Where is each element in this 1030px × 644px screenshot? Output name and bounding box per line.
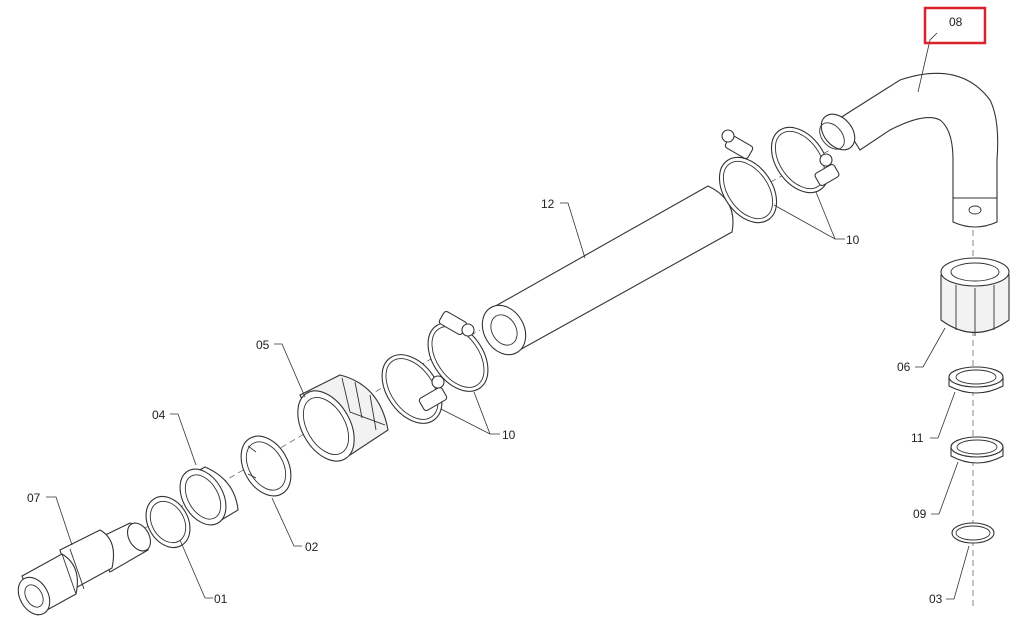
part-06-union-nut[interactable] xyxy=(940,257,1010,336)
leader-07 xyxy=(46,496,73,546)
label-09: 09 xyxy=(913,507,927,521)
label-11: 11 xyxy=(911,431,924,445)
leader-06 xyxy=(915,327,946,368)
label-03: 03 xyxy=(929,592,943,606)
leader-02 xyxy=(271,497,302,547)
part-11-insert-ring[interactable] xyxy=(948,366,1004,394)
label-01: 01 xyxy=(214,592,228,606)
label-08: 08 xyxy=(949,15,963,29)
label-10-upper: 10 xyxy=(846,233,860,247)
part-02-insert-ring[interactable] xyxy=(231,427,301,504)
leader-10-upper-a xyxy=(773,204,845,240)
label-12: 12 xyxy=(541,197,555,211)
leader-10-lower-a xyxy=(440,408,500,435)
label-10-lower: 10 xyxy=(502,428,516,442)
leader-12 xyxy=(560,202,586,259)
part-10-hose-clamps-upper[interactable] xyxy=(708,117,841,234)
part-05-union-nut[interactable] xyxy=(286,374,389,471)
part-08-elbow-pipe[interactable] xyxy=(814,72,999,228)
highlight-box-08 xyxy=(923,6,987,45)
leader-09 xyxy=(931,461,959,515)
leader-08 xyxy=(917,32,938,93)
label-02: 02 xyxy=(305,540,319,554)
part-12-hose[interactable] xyxy=(474,185,734,363)
part-07-connector[interactable] xyxy=(12,519,155,620)
leader-03 xyxy=(946,545,970,600)
label-05: 05 xyxy=(256,338,270,352)
leader-01 xyxy=(179,539,213,599)
part-09-ring[interactable] xyxy=(950,436,1004,464)
part-01-washer[interactable] xyxy=(137,489,199,556)
leader-10-lower-b xyxy=(473,391,491,435)
label-06: 06 xyxy=(897,360,911,374)
leader-11 xyxy=(930,391,956,439)
leader-10-upper-b xyxy=(815,191,836,240)
leader-05 xyxy=(274,343,306,398)
part-04-ring[interactable] xyxy=(171,461,239,533)
part-10-hose-clamps-lower[interactable] xyxy=(370,310,501,434)
leader-04 xyxy=(170,413,197,466)
part-03-washer[interactable] xyxy=(951,522,995,544)
label-07: 07 xyxy=(27,491,41,505)
label-04: 04 xyxy=(152,408,166,422)
